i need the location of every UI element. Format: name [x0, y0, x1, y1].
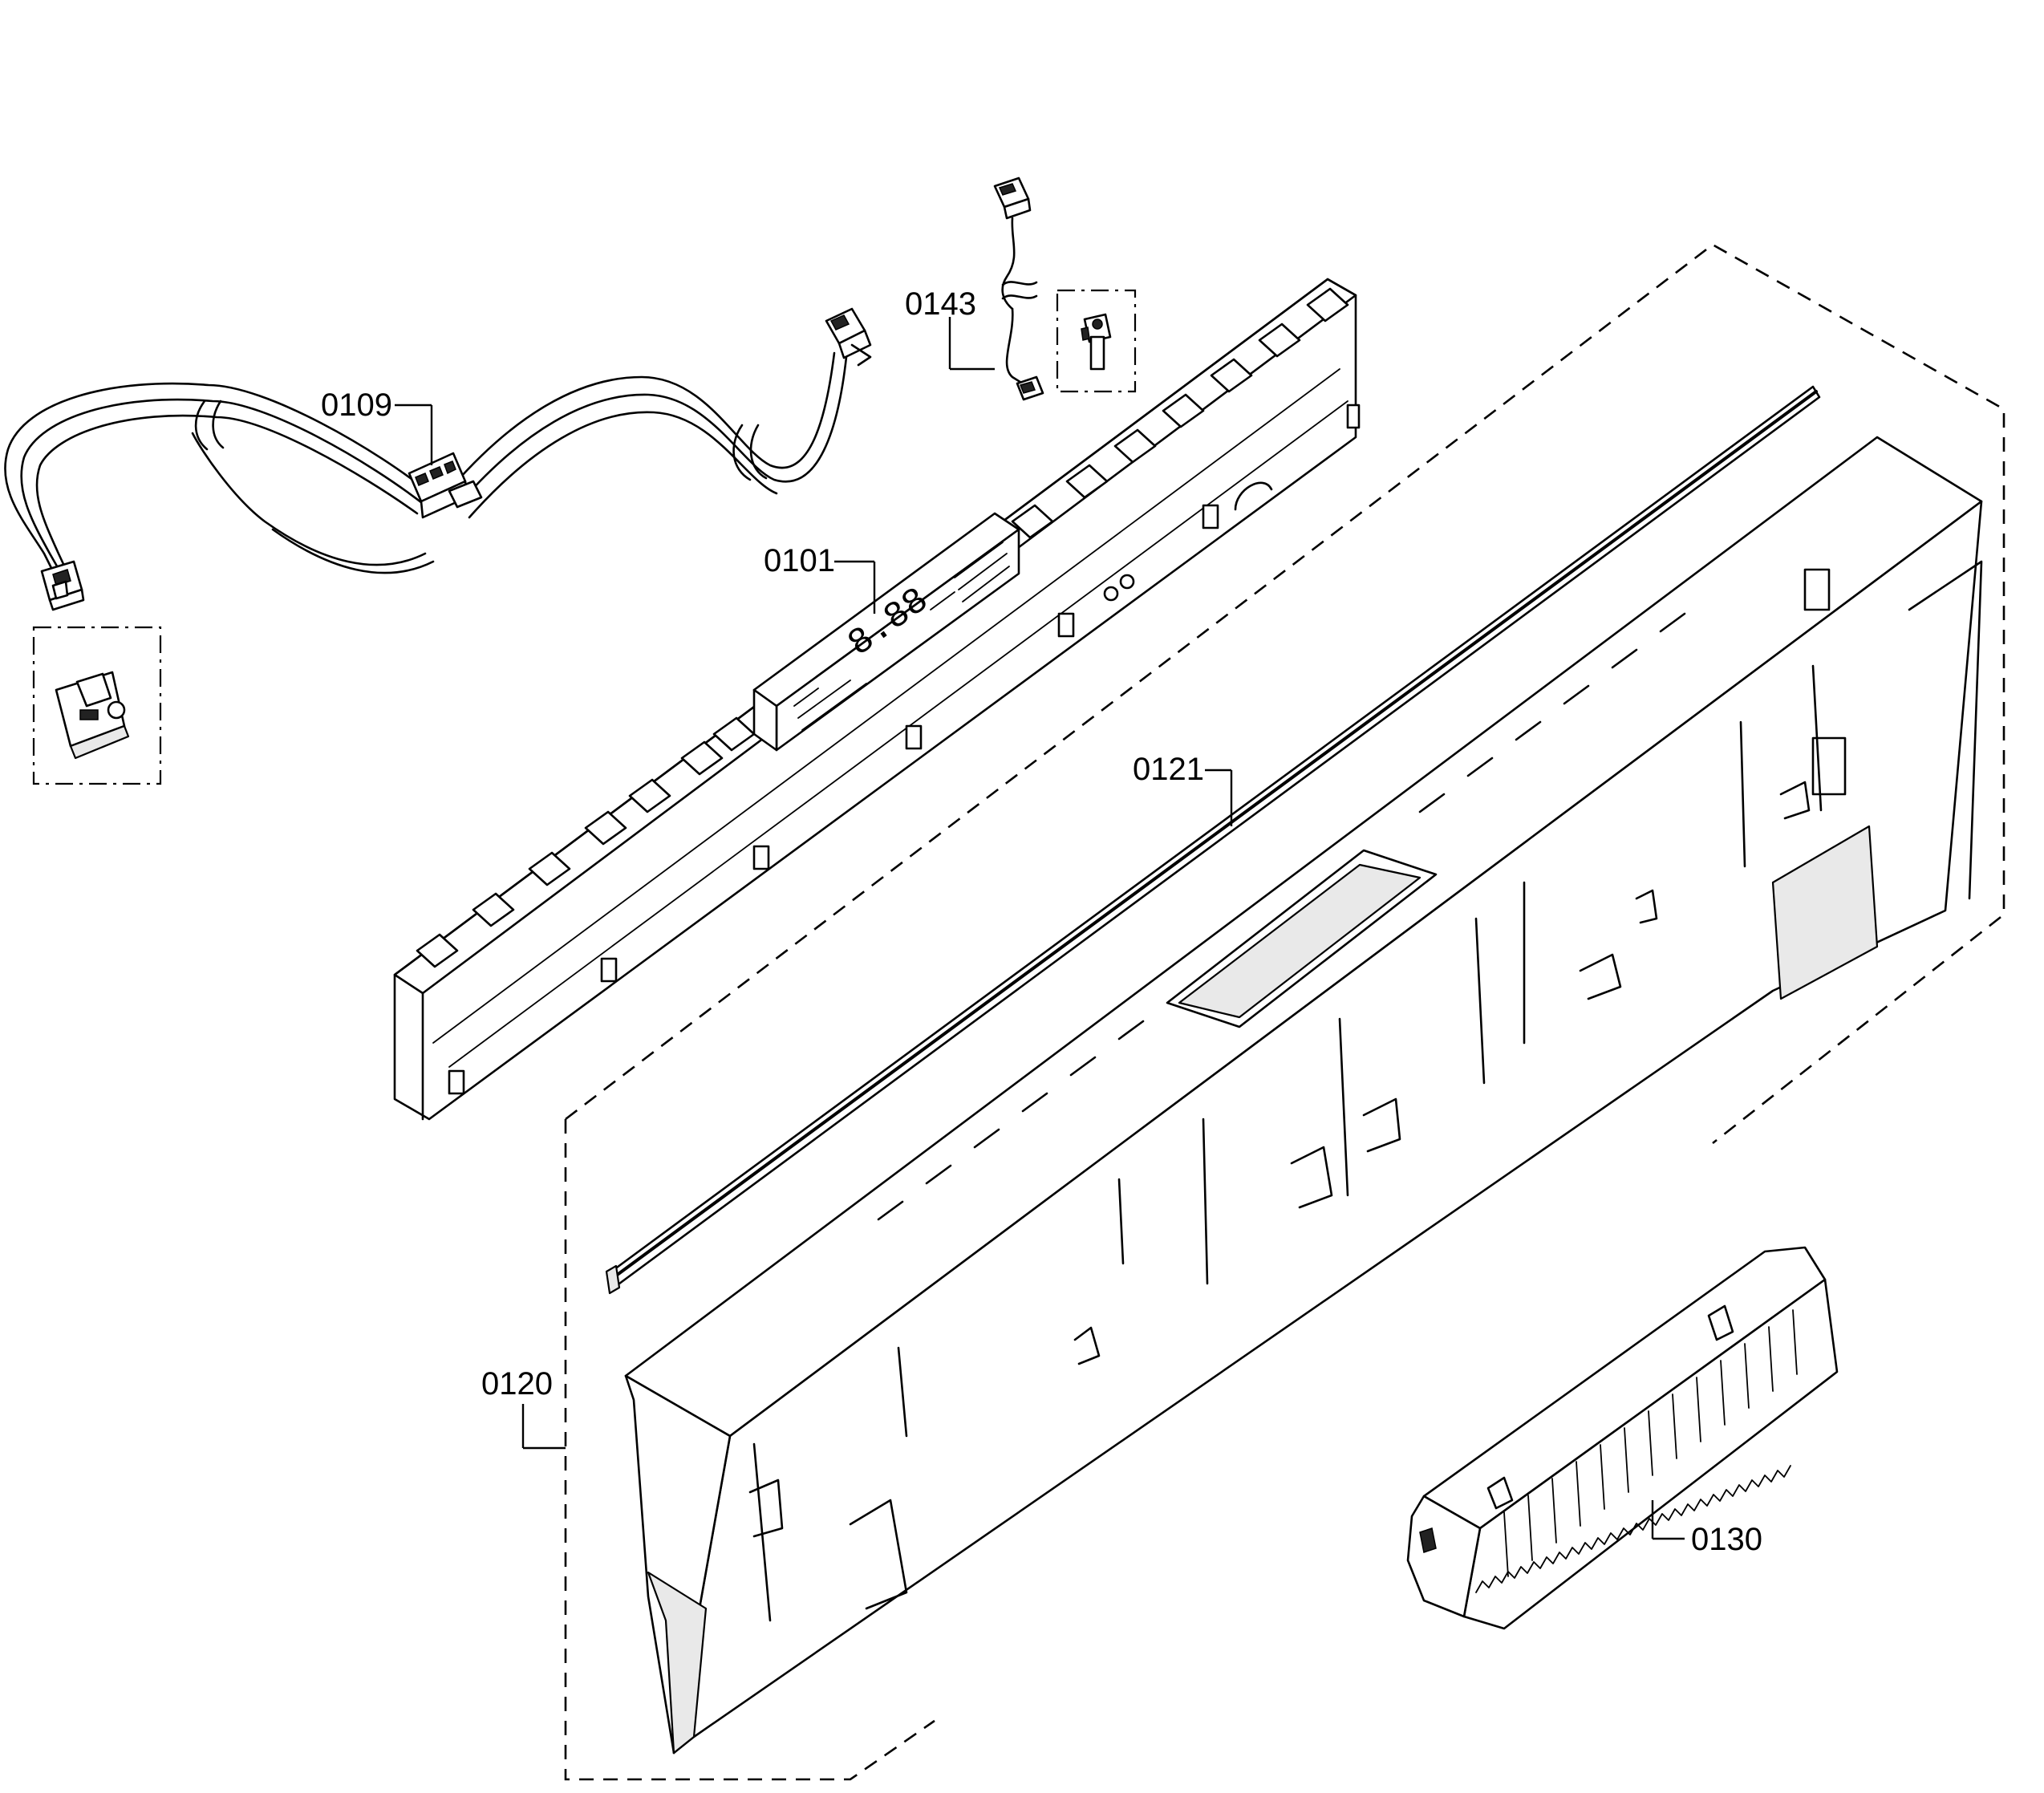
module-bracket-tabs: [448, 404, 1361, 1095]
label-0121: 0121: [1133, 752, 1204, 787]
panel-top-slots: [877, 612, 1686, 1221]
label-0130: 0130: [1691, 1522, 1762, 1557]
sensor-wire-0143: [948, 176, 1137, 401]
label-0109: 0109: [321, 387, 392, 423]
panel-0120: [521, 436, 1983, 1754]
harness-upper-connector: [825, 307, 872, 367]
cover-fins: [1503, 1309, 1798, 1577]
button-caps-right: [1011, 287, 1349, 539]
button-caps-left: [416, 716, 756, 968]
control-module-0101: 8.88: [393, 278, 1361, 1121]
harness-center-connector: [408, 452, 483, 519]
wire-harness-0109: [4, 307, 872, 611]
sensor-top-connector: [993, 176, 1032, 220]
label-0101: 0101: [764, 543, 835, 578]
cover-0130: [1406, 1246, 1839, 1630]
assembly-boundary-dashed: [564, 243, 2005, 1781]
detail-box-switch: [32, 626, 162, 785]
seal-strip-0121: [605, 385, 1821, 1295]
harness-left-connector: [40, 560, 85, 611]
label-0120: 0120: [481, 1366, 553, 1402]
panel-interior-ribs: [748, 568, 1847, 1622]
detail-box-sensor: [1056, 289, 1137, 393]
label-0143: 0143: [905, 286, 976, 322]
sensor-bottom-connector: [1016, 375, 1044, 401]
